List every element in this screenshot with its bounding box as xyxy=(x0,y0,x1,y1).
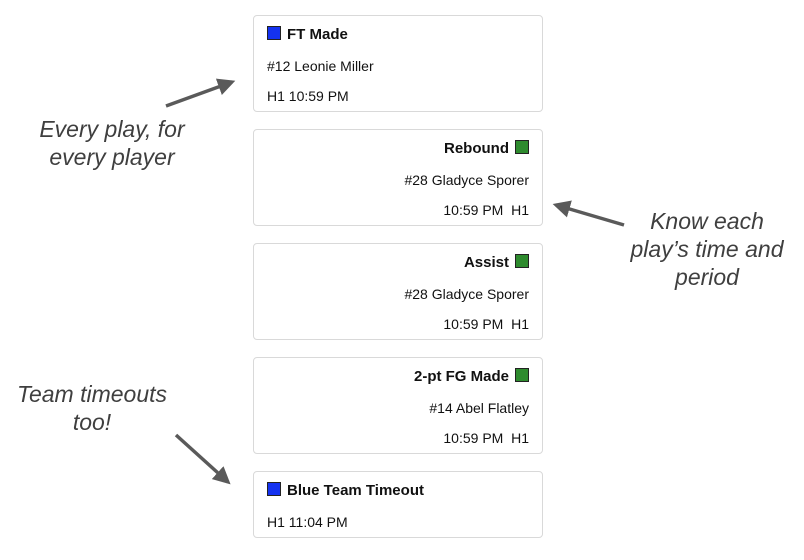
team-color-swatch xyxy=(515,254,529,268)
callout-line: period xyxy=(675,264,739,290)
arrow-to-rebound-time xyxy=(552,200,625,227)
callout-line: every player xyxy=(49,144,175,170)
play-time: H1 11:04 PM xyxy=(267,514,348,530)
play-title: Assist xyxy=(267,254,529,272)
callout-line: Team timeouts xyxy=(17,381,167,407)
callout-line: Know each xyxy=(650,208,764,234)
play-time: H1 10:59 PM xyxy=(267,88,349,104)
play-title-text: Rebound xyxy=(444,140,509,157)
team-color-swatch xyxy=(515,368,529,382)
play-title-text: Assist xyxy=(463,254,509,271)
player-name: #28 Gladyce Sporer xyxy=(404,286,529,302)
play-card-2pt-fg-made[interactable]: 2-pt FG Made #14 Abel Flatley 10:59 PM H… xyxy=(253,357,543,454)
play-title-text: FT Made xyxy=(287,26,348,43)
team-color-swatch xyxy=(267,482,281,496)
play-title: Rebound xyxy=(267,140,529,158)
play-title: Blue Team Timeout xyxy=(267,482,529,500)
play-card-rebound[interactable]: Rebound #28 Gladyce Sporer 10:59 PM H1 xyxy=(253,129,543,226)
play-title: FT Made xyxy=(267,26,529,44)
play-card-assist[interactable]: Assist #28 Gladyce Sporer 10:59 PM H1 xyxy=(253,243,543,340)
play-title-text: Blue Team Timeout xyxy=(287,482,424,499)
callout-timeouts: Team timeouts too! xyxy=(4,380,180,436)
play-card-ft-made[interactable]: FT Made #12 Leonie Miller H1 10:59 PM xyxy=(253,15,543,112)
callout-line: Every play, for xyxy=(39,116,185,142)
arrow-to-timeout xyxy=(174,433,231,485)
play-time: 10:59 PM H1 xyxy=(443,202,529,218)
play-card-team-timeout[interactable]: Blue Team Timeout H1 11:04 PM xyxy=(253,471,543,538)
callout-every-play: Every play, for every player xyxy=(22,115,202,171)
callout-line: play’s time and xyxy=(630,236,784,262)
player-name: #14 Abel Flatley xyxy=(429,400,529,416)
callout-line: too! xyxy=(72,409,112,435)
play-title: 2-pt FG Made xyxy=(267,368,529,386)
team-color-swatch xyxy=(267,26,281,40)
play-time: 10:59 PM H1 xyxy=(443,430,529,446)
play-time: 10:59 PM H1 xyxy=(443,316,529,332)
callout-know-time: Know each play’s time and period xyxy=(616,207,798,291)
play-title-text: 2-pt FG Made xyxy=(413,368,509,385)
team-color-swatch xyxy=(515,140,529,154)
arrow-to-ft-made xyxy=(165,78,236,108)
player-name: #28 Gladyce Sporer xyxy=(404,172,529,188)
player-name: #12 Leonie Miller xyxy=(267,58,374,74)
